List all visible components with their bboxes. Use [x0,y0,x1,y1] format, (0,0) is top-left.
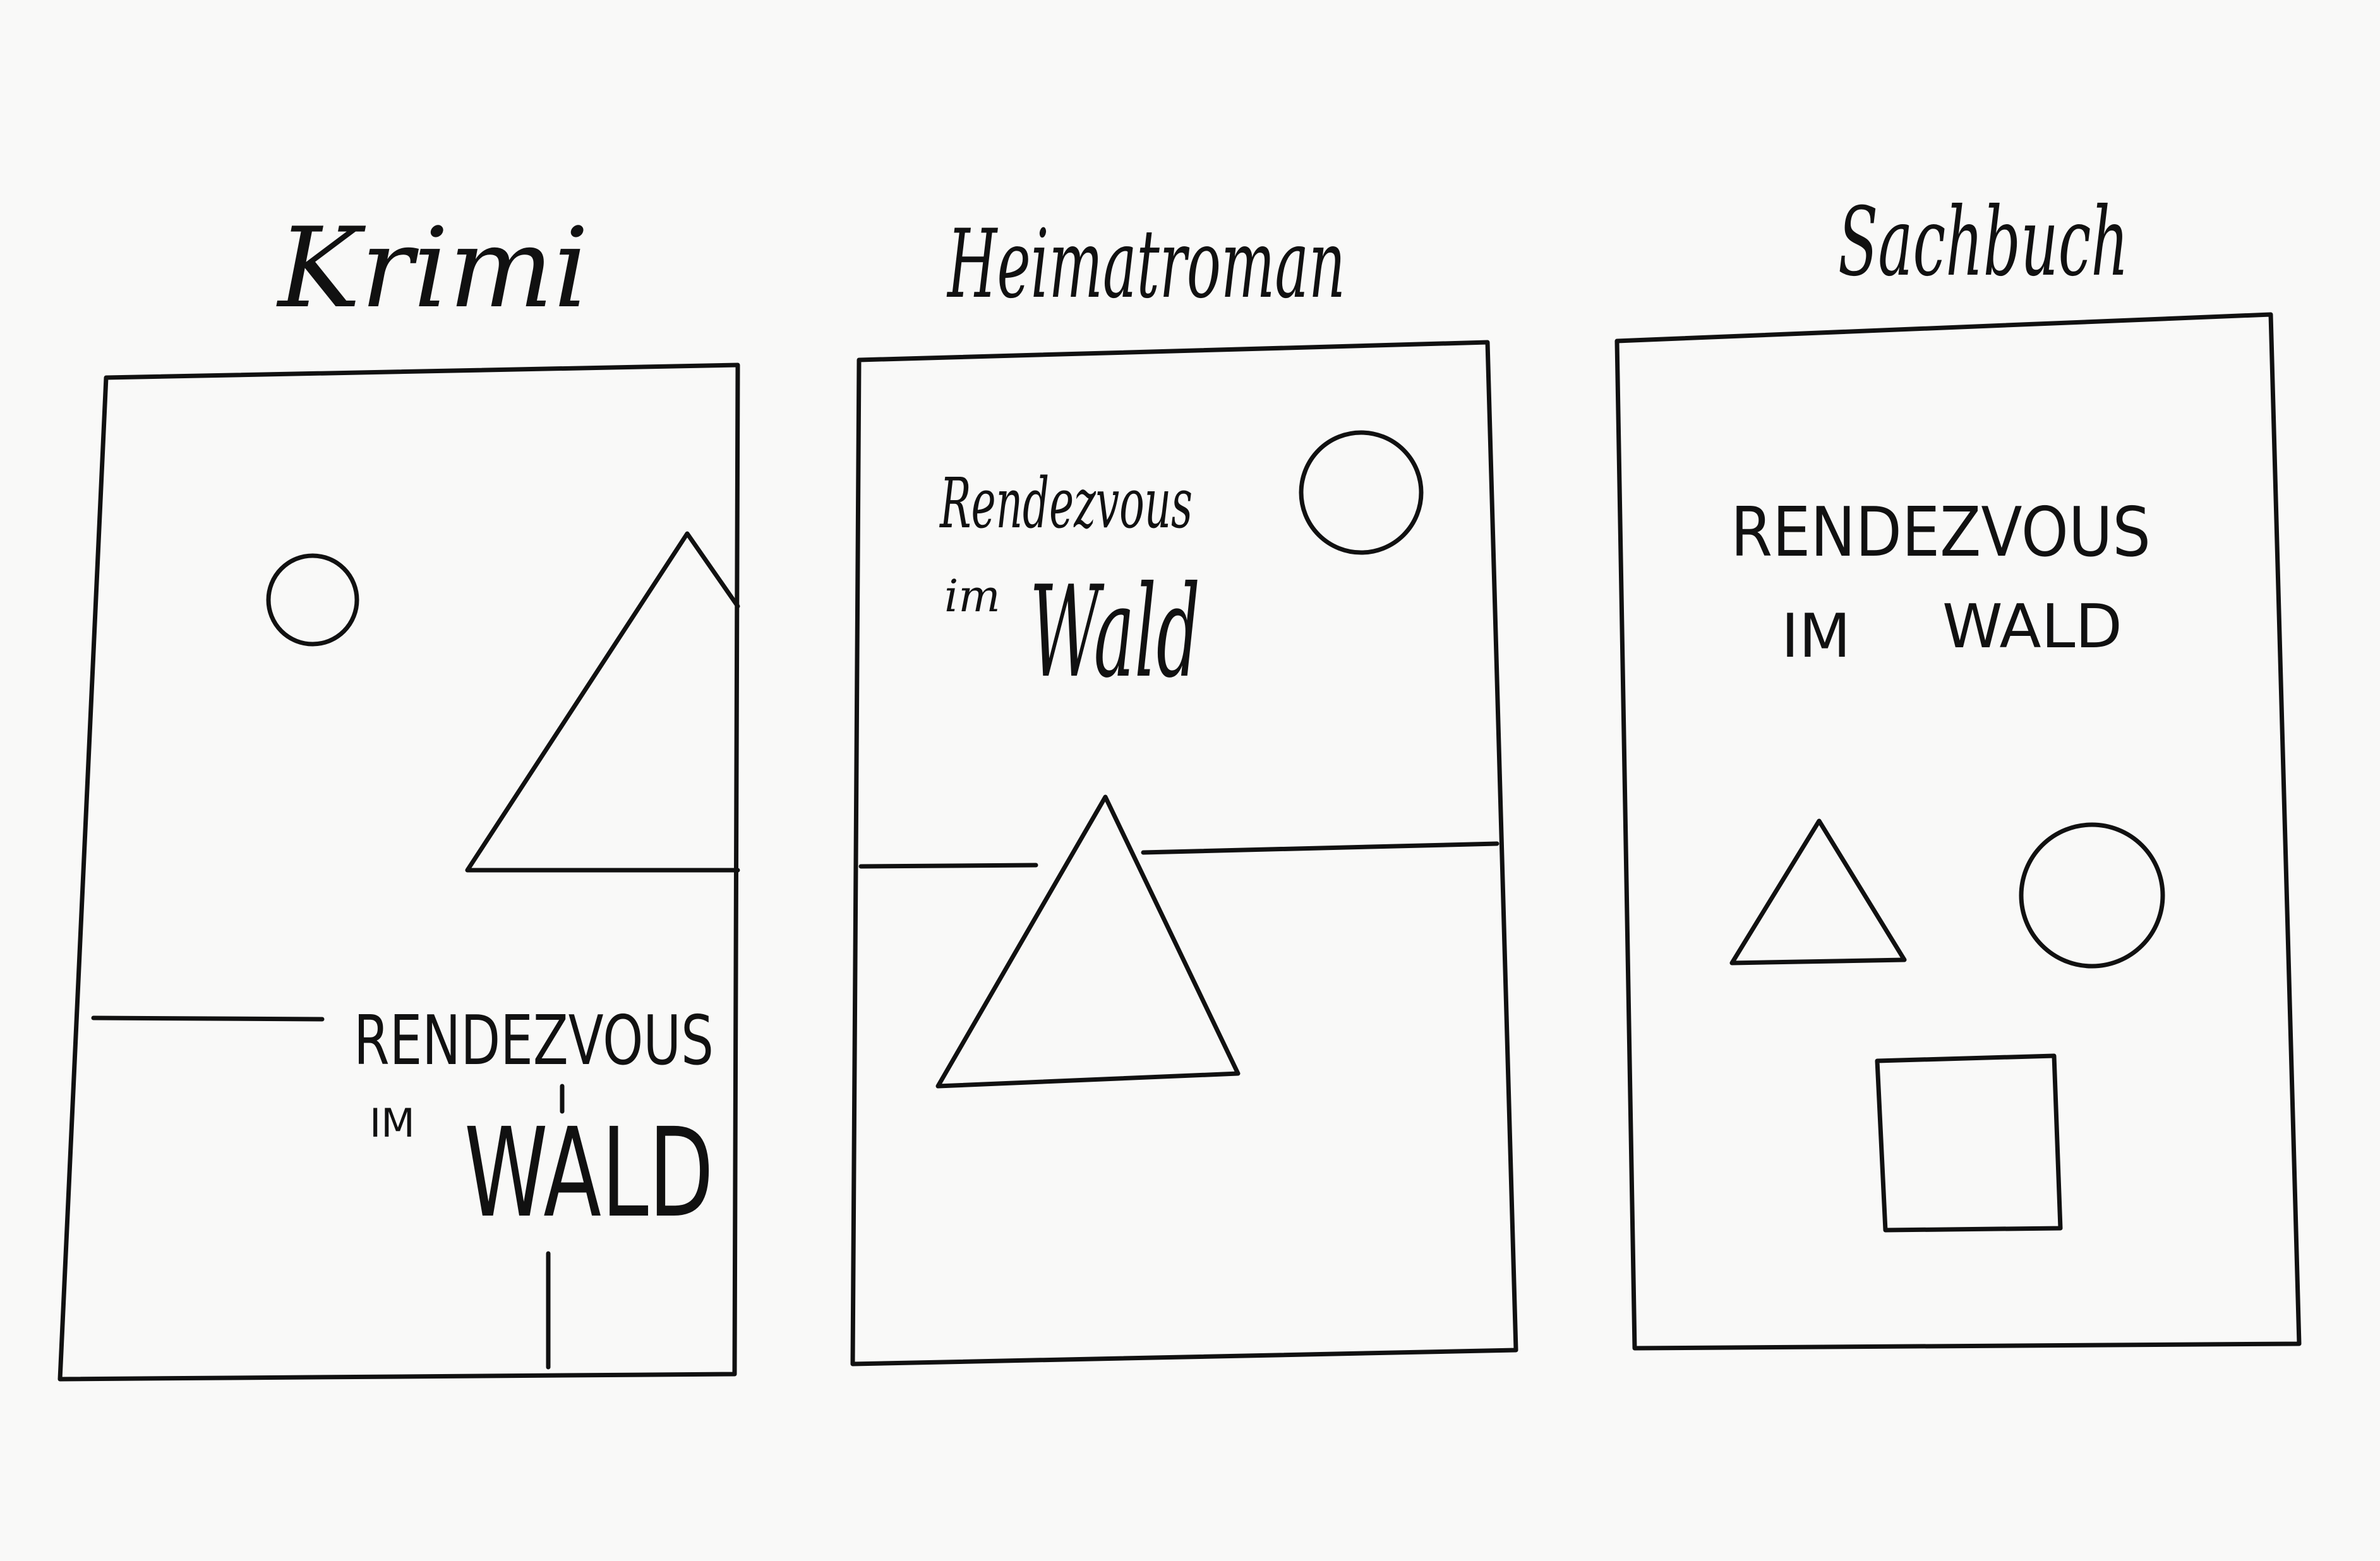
cover-title-line2a-heimatroman: im [944,570,1001,622]
circle-shape-sachbuch [2019,822,2165,969]
sketch-sachbuch: Sachbuch RENDEZVOUS IM WALD [1614,188,2302,1351]
triangle-shape-sachbuch [1729,818,1907,966]
cover-title-line2b-sachbuch: WALD [1942,592,2122,662]
cover-title-line2b-heimatroman: Wald [1030,559,1200,706]
cover-title-line2a-sachbuch: IM [1781,602,1851,671]
genre-label-sachbuch: Sachbuch [1838,188,2129,297]
horizon-line-krimi [91,1015,325,1022]
cover-title-line1-heimatroman: Rendezvous [939,463,1193,544]
sun-circle-heimatroman [1299,430,1424,555]
square-shape-sachbuch [1875,1053,2063,1233]
cover-frame-heimatroman [850,340,1518,1367]
cover-title-line1-krimi: RENDEZVOUS [354,1002,714,1080]
cover-title-line2a-krimi: IM [370,1100,415,1146]
genre-label-krimi: Krimi [276,205,589,333]
genre-label-heimatroman: Heimatroman [946,210,1345,320]
moon-circle-krimi [266,553,359,647]
mountain-triangle-heimatroman [935,794,1241,1089]
sketch-krimi: Krimi RENDEZVOUS IM WALD [57,205,740,1382]
cover-frame-sachbuch [1614,312,2302,1351]
cover-title-line2b-krimi: WALD [464,1101,714,1245]
mountain-triangle-krimi [465,531,740,873]
horizon-line-heimatroman [858,841,1500,869]
cover-title-line1-sachbuch: RENDEZVOUS [1731,493,2151,572]
cover-frame-krimi [57,362,740,1382]
sketch-heimatroman: Heimatroman Rendezvous im Wald [850,210,1518,1367]
